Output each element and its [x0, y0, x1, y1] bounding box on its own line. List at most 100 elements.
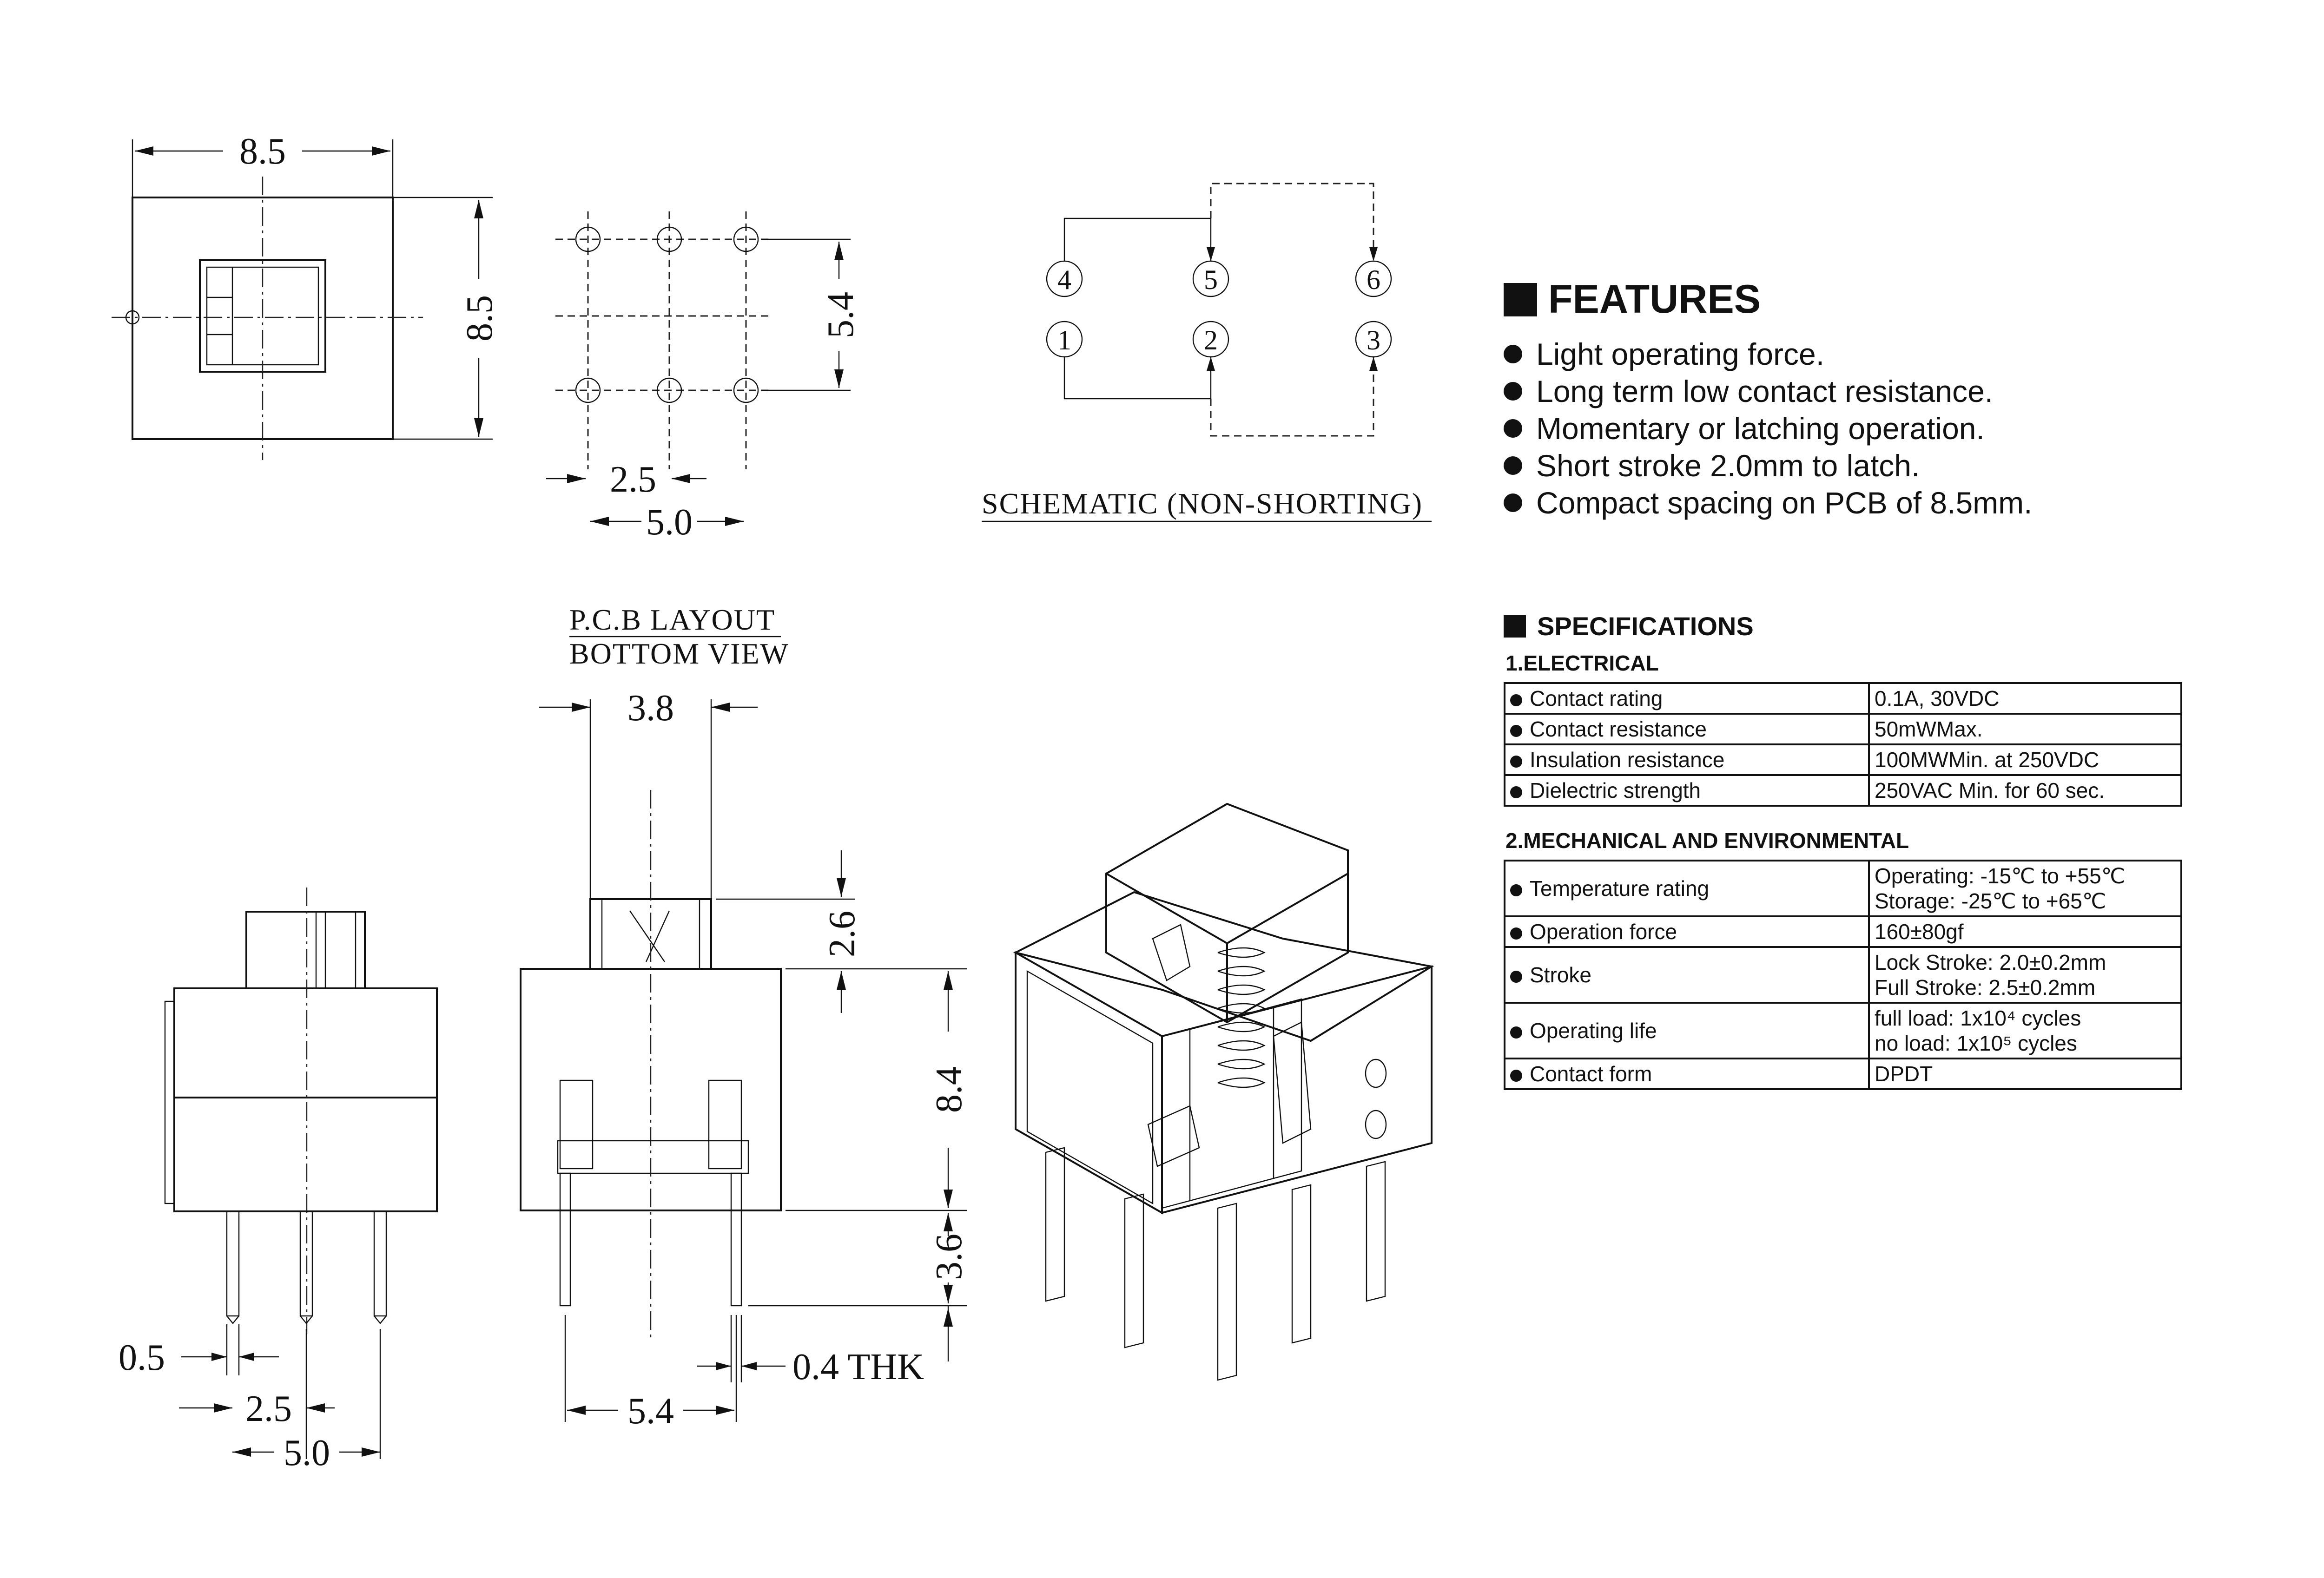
dim-pin-width: 0.5 [119, 1337, 165, 1378]
spec-value-line: full load: 1x10⁴ cycles [1875, 1006, 2081, 1030]
top-view: 8.5 8.5 [112, 131, 500, 460]
spec-param-label: Operation force [1530, 920, 1677, 944]
bullet-icon [1510, 1069, 1522, 1082]
electrical-spec-table: Contact rating 0.1A, 30VDC Contact resis… [1504, 682, 2182, 807]
spec-param-label: Insulation resistance [1530, 748, 1725, 772]
spec-value-line: 160±80gf [1875, 920, 1964, 944]
features-heading: FEATURES [1504, 276, 2294, 322]
feature-item: Momentary or latching operation. [1504, 410, 2294, 447]
spec-param-label: Stroke [1530, 963, 1591, 987]
feature-item: Compact spacing on PCB of 8.5mm. [1504, 484, 2294, 521]
feature-text: Momentary or latching operation. [1536, 411, 1985, 446]
spec-value-line: Storage: -25℃ to +65℃ [1875, 889, 2106, 913]
spec-param: Operation force [1504, 915, 1870, 948]
isometric-cutaway-view [1013, 802, 1434, 1381]
feature-text: Long term low contact resistance. [1536, 374, 1994, 408]
specifications-title: SPECIFICATIONS [1537, 611, 1754, 641]
bullet-icon [1510, 1026, 1522, 1039]
bullet-icon [1510, 755, 1522, 768]
spec-value-line: Full Stroke: 2.5±0.2mm [1875, 975, 2096, 999]
dim-side-pin-span: 5.4 [627, 1391, 674, 1432]
schematic-pin-1: 1 [1057, 325, 1071, 355]
feature-item: Long term low contact resistance. [1504, 373, 2294, 410]
dim-front-total: 5.0 [284, 1433, 330, 1473]
dim-body-height: 8.4 [929, 1066, 970, 1113]
spec-value: 50mWMax. [1868, 713, 2182, 745]
bullet-icon [1504, 456, 1522, 475]
bullet-icon [1510, 884, 1522, 896]
dim-pin-thickness: 0.4 THK [792, 1347, 924, 1387]
front-view: 0.5 2.5 5.0 [119, 888, 438, 1473]
dim-actuator-height: 2.6 [822, 911, 863, 957]
spec-value-line: DPDT [1875, 1062, 1933, 1086]
dim-top-height: 8.5 [459, 295, 500, 342]
schematic-pin-5: 5 [1204, 264, 1218, 295]
spec-value-line: 250VAC Min. for 60 sec. [1875, 778, 2105, 802]
spec-param: Operating life [1504, 1002, 1870, 1059]
feature-item: Light operating force. [1504, 335, 2294, 373]
dim-pin-length: 3.6 [929, 1234, 970, 1280]
bullet-icon [1504, 345, 1522, 363]
bullet-icon [1504, 493, 1522, 512]
schematic-pin-6: 6 [1367, 264, 1380, 295]
table-row: Dielectric strength 250VAC Min. for 60 s… [1504, 774, 2182, 807]
features-title: FEATURES [1548, 277, 1761, 322]
spec-param-label: Contact form [1530, 1062, 1652, 1086]
bullet-icon [1504, 419, 1522, 438]
table-row: Contact form DPDT [1504, 1058, 2182, 1090]
schematic-pin-3: 3 [1367, 325, 1380, 355]
bullet-icon [1504, 382, 1522, 401]
spec-param: Stroke [1504, 946, 1870, 1004]
spec-value: 100MWMin. at 250VDC [1868, 743, 2182, 776]
spec-value: 250VAC Min. for 60 sec. [1868, 774, 2182, 807]
table-row: Contact rating 0.1A, 30VDC [1504, 682, 2182, 715]
dim-pcb-col-pitch: 2.5 [610, 459, 656, 500]
mechanical-heading: 2.MECHANICAL AND ENVIRONMENTAL [1505, 828, 1909, 853]
spec-param-label: Contact rating [1530, 686, 1663, 710]
spec-value-line: 0.1A, 30VDC [1875, 686, 2000, 710]
spec-value: DPDT [1868, 1058, 2182, 1090]
dim-pcb-row-pitch: 5.4 [820, 292, 861, 338]
bullet-icon [1510, 786, 1522, 798]
spec-param-label: Contact resistance [1530, 717, 1707, 741]
mechanical-spec-table: Temperature rating Operating: -15℃ to +5… [1504, 860, 2182, 1090]
specifications-heading: SPECIFICATIONS [1504, 611, 2182, 641]
spec-value-line: Lock Stroke: 2.0±0.2mm [1875, 950, 2106, 974]
spec-param-label: Temperature rating [1530, 876, 1710, 901]
table-row: Operation force 160±80gf [1504, 915, 2182, 948]
schematic-pin-4: 4 [1057, 264, 1071, 295]
spec-param: Temperature rating [1504, 860, 1870, 917]
square-bullet-icon [1504, 615, 1526, 638]
feature-text: Short stroke 2.0mm to latch. [1536, 448, 1920, 483]
feature-text: Light operating force. [1536, 337, 1825, 371]
dim-side-width: 3.8 [627, 688, 674, 729]
spec-value-line: Operating: -15℃ to +55℃ [1875, 864, 2126, 888]
spec-param: Dielectric strength [1504, 774, 1870, 807]
bullet-icon [1510, 970, 1522, 983]
specifications-section: SPECIFICATIONS 1.ELECTRICAL Contact rati… [1504, 611, 2182, 1111]
spec-value-line: 50mWMax. [1875, 717, 1983, 741]
pcb-hole-pattern: 5.4 2.5 5.0 [546, 211, 861, 543]
pcb-layout-title: P.C.B LAYOUT [569, 603, 775, 636]
schematic-diagram: 4 5 6 1 2 3 SCHEMATIC (NON-SHORTING) [982, 183, 1432, 522]
features-list: Light operating force. Long term low con… [1504, 335, 2294, 521]
bullet-icon [1510, 694, 1522, 706]
table-row: Temperature rating Operating: -15℃ to +5… [1504, 860, 2182, 917]
table-row: Contact resistance 50mWMax. [1504, 713, 2182, 745]
spec-value-line: no load: 1x10⁵ cycles [1875, 1031, 2077, 1055]
schematic-label: SCHEMATIC (NON-SHORTING) [982, 487, 1423, 520]
side-view: 3.8 2.6 8.4 3.6 5.4 [520, 688, 970, 1432]
spec-param-label: Operating life [1530, 1019, 1657, 1043]
spec-value: 160±80gf [1868, 915, 2182, 948]
spec-param: Insulation resistance [1504, 743, 1870, 776]
spec-param-label: Dielectric strength [1530, 778, 1701, 802]
spec-value: 0.1A, 30VDC [1868, 682, 2182, 715]
features-section: FEATURES Light operating force. Long ter… [1504, 276, 2294, 521]
bullet-icon [1510, 927, 1522, 940]
bullet-icon [1510, 724, 1522, 737]
